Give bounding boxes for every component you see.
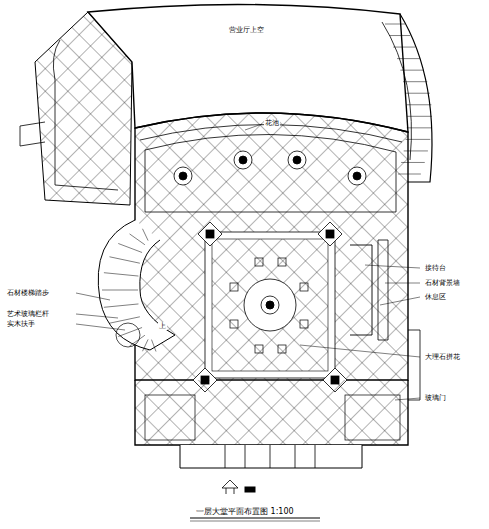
plan-label: 花池 xyxy=(264,119,280,127)
plan-stroke xyxy=(76,324,125,330)
plan-stroke xyxy=(98,220,175,350)
plan-stroke xyxy=(395,398,420,400)
plan-stroke xyxy=(326,230,334,238)
plan-stroke xyxy=(118,243,142,252)
plan-stroke xyxy=(142,229,148,241)
plan-stroke xyxy=(234,151,252,169)
plan-stroke xyxy=(205,232,335,378)
plan-stroke xyxy=(135,113,408,380)
plan-stroke xyxy=(179,172,187,180)
plan-stroke xyxy=(345,395,400,440)
plan-stroke xyxy=(300,345,420,357)
plan-stroke xyxy=(193,222,347,392)
plan-stroke xyxy=(408,330,420,400)
drawing-title: 一层大堂平面布置图 1:100 xyxy=(195,507,295,516)
plan-stroke xyxy=(152,340,157,352)
plan-stroke xyxy=(244,279,296,331)
plan-label: 实木扶手 xyxy=(6,320,36,328)
plan-stroke xyxy=(300,283,308,291)
plan-stroke xyxy=(348,167,366,185)
plan-label: 接待台 xyxy=(424,264,447,272)
plan-stroke xyxy=(300,320,308,328)
plan-stroke xyxy=(403,81,427,82)
plan-stroke xyxy=(206,230,214,238)
plan-stroke xyxy=(406,104,431,105)
plan-stroke xyxy=(53,40,118,190)
plan-stroke xyxy=(130,234,145,245)
plan-stroke xyxy=(405,93,430,94)
plan-stroke xyxy=(255,345,263,353)
plan-stroke xyxy=(245,124,262,130)
plan-label: 休息区 xyxy=(424,293,447,301)
plan-stroke xyxy=(145,395,195,440)
plan-stroke xyxy=(266,301,274,309)
plan-stroke xyxy=(318,222,342,246)
plan-stroke xyxy=(212,239,328,371)
plan-stroke xyxy=(393,47,415,48)
plan-stroke xyxy=(190,521,320,522)
plan-stroke xyxy=(365,265,420,268)
plan-stroke xyxy=(261,296,279,314)
plan-stroke xyxy=(20,122,45,146)
plan-stroke xyxy=(350,245,372,335)
plan-stroke xyxy=(389,35,410,36)
plan-stroke xyxy=(76,124,420,400)
plan-label: 上 xyxy=(158,322,167,330)
plan-stroke xyxy=(288,151,306,169)
plan-stroke xyxy=(278,345,286,353)
plan-stroke xyxy=(378,240,388,340)
plan-stroke xyxy=(385,283,420,284)
plan-label: 大理石拼花 xyxy=(424,353,461,361)
plan-stroke xyxy=(102,290,138,291)
plan-stroke xyxy=(145,134,396,212)
plan-stroke xyxy=(104,304,139,307)
plan-stroke xyxy=(278,258,286,266)
plan-stroke xyxy=(130,335,145,346)
plan-stroke xyxy=(230,283,238,291)
plan-stroke xyxy=(293,156,301,164)
plan-stroke xyxy=(406,139,431,140)
plan-stroke xyxy=(174,167,192,185)
plan-stroke xyxy=(385,24,405,25)
plan-stroke xyxy=(190,517,320,518)
plan-stroke xyxy=(230,258,308,353)
plan-stroke xyxy=(140,124,402,142)
plan-stroke xyxy=(20,4,432,521)
plan-stroke xyxy=(400,70,423,71)
plan-label: 石材楼梯踏步 xyxy=(6,289,50,297)
plan-label: 营业厅上空 xyxy=(228,26,265,34)
plan-stroke xyxy=(198,222,222,246)
plan-stroke xyxy=(255,258,263,266)
plan-stroke xyxy=(102,229,156,352)
plan-stroke xyxy=(135,380,408,445)
plan-stroke xyxy=(104,273,139,276)
plan-label: 玻璃门 xyxy=(424,394,447,402)
plan-stroke xyxy=(76,293,110,300)
plan-label: 艺术玻璃栏杆 xyxy=(6,310,50,318)
plan-stroke xyxy=(222,480,238,494)
plan-stroke xyxy=(239,156,247,164)
plan-stroke xyxy=(407,127,432,128)
plan-stroke xyxy=(397,58,420,59)
plan-stroke xyxy=(180,445,362,468)
plan-stroke xyxy=(76,314,118,318)
plan-stroke xyxy=(225,445,315,468)
plan-stroke xyxy=(407,116,432,117)
plan-stroke xyxy=(353,172,361,180)
plan-label: 石材背景墙 xyxy=(424,279,461,287)
plan-stroke xyxy=(245,487,255,492)
plan-stroke xyxy=(116,323,140,347)
plan-stroke xyxy=(142,339,148,351)
plan-stroke xyxy=(230,320,238,328)
plan-stroke xyxy=(109,257,139,263)
plan-stroke xyxy=(174,151,366,185)
plan-stroke xyxy=(380,297,420,305)
